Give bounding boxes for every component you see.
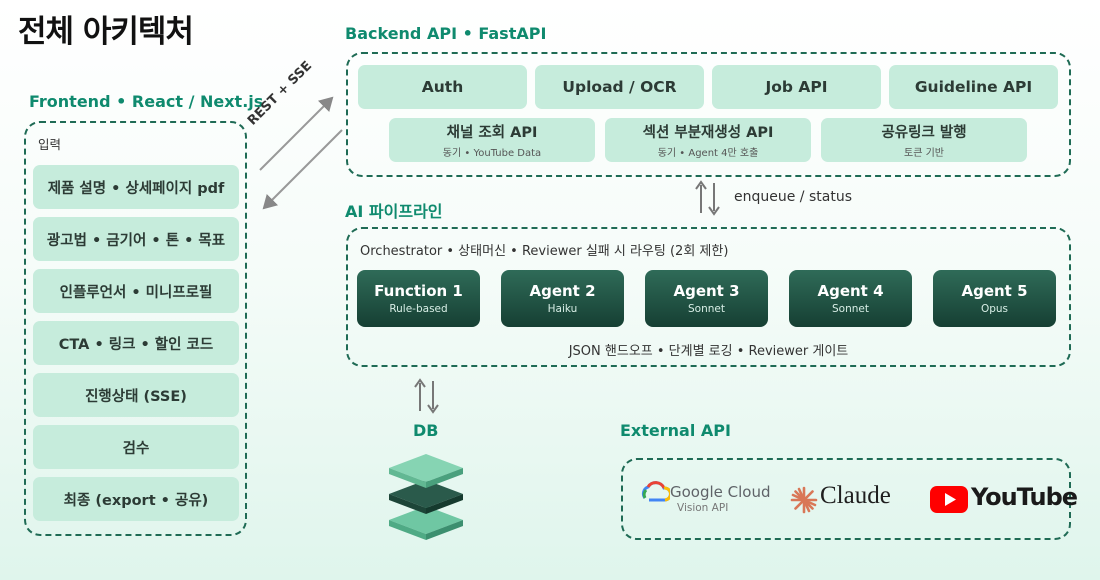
youtube-icon (930, 486, 968, 513)
share-link-label: 공유링크 발행 (881, 125, 967, 141)
pipeline-footer: JSON 핸드오프 • 단계별 로깅 • Reviewer 게이트 (568, 344, 849, 359)
agent-3-node[interactable]: Agent 3 Sonnet (645, 270, 768, 327)
upload-ocr-api[interactable]: Upload / OCR (535, 65, 704, 109)
claude-icon (790, 486, 818, 514)
channel-lookup-sub: 동기 • YouTube Data (442, 148, 542, 159)
section-regenerate-label: 섹션 부분재생성 API (642, 125, 774, 141)
agent-3-name: Agent 3 (673, 282, 740, 300)
function-1-name: Function 1 (374, 282, 463, 300)
frontend-item-influencer[interactable]: 인플루언서 • 미니프로필 (33, 269, 239, 313)
youtube-name: YouTube (971, 483, 1078, 511)
agent-4-name: Agent 4 (817, 282, 884, 300)
enqueue-label: enqueue / status (734, 189, 852, 205)
section-regenerate-sub: 동기 • Agent 4만 호출 (657, 148, 759, 159)
frontend-item-product[interactable]: 제품 설명 • 상세페이지 pdf (33, 165, 239, 209)
rest-sse-arrows (259, 96, 343, 210)
agent-2-node[interactable]: Agent 2 Haiku (501, 270, 624, 327)
agent-5-node[interactable]: Agent 5 Opus (933, 270, 1056, 327)
external-heading: External API (620, 421, 731, 440)
agent-4-sub: Sonnet (832, 303, 869, 315)
google-cloud-sub: Vision API (677, 502, 729, 514)
page-title: 전체 아키텍처 (18, 14, 194, 50)
frontend-item-review[interactable]: 검수 (33, 425, 239, 469)
pipeline-heading: AI 파이프라인 (345, 202, 443, 221)
guideline-api[interactable]: Guideline API (889, 65, 1058, 109)
google-cloud-icon (641, 481, 670, 502)
agent-4-node[interactable]: Agent 4 Sonnet (789, 270, 912, 327)
function-1-sub: Rule-based (389, 303, 448, 315)
share-link-sub: 토큰 기반 (904, 148, 944, 159)
channel-lookup-label: 채널 조회 API (446, 125, 538, 141)
orchestrator-text: Orchestrator • 상태머신 • Reviewer 실패 시 라우팅 … (360, 244, 729, 259)
agent-2-name: Agent 2 (529, 282, 596, 300)
frontend-heading: Frontend • React / Next.js (29, 92, 264, 111)
channel-lookup-api[interactable]: 채널 조회 API 동기 • YouTube Data (389, 118, 595, 162)
share-link-api[interactable]: 공유링크 발행 토큰 기반 (821, 118, 1027, 162)
job-api[interactable]: Job API (712, 65, 881, 109)
agent-3-sub: Sonnet (688, 303, 725, 315)
agent-2-sub: Haiku (547, 303, 578, 315)
database-stack-icon (389, 454, 463, 540)
external-container (621, 458, 1071, 540)
function-1-node[interactable]: Function 1 Rule-based (357, 270, 480, 327)
agent-5-name: Agent 5 (961, 282, 1028, 300)
frontend-item-guideline[interactable]: 광고법 • 금기어 • 톤 • 목표 (33, 217, 239, 261)
db-arrows (414, 378, 439, 414)
frontend-item-final[interactable]: 최종 (export • 공유) (33, 477, 239, 521)
pipeline-container (346, 227, 1071, 367)
input-label: 입력 (38, 137, 62, 152)
db-label: DB (413, 421, 439, 440)
frontend-container (24, 121, 247, 536)
google-cloud-name: Google Cloud (670, 483, 771, 501)
backend-container (346, 52, 1071, 177)
frontend-item-progress[interactable]: 진행상태 (SSE) (33, 373, 239, 417)
section-regenerate-api[interactable]: 섹션 부분재생성 API 동기 • Agent 4만 호출 (605, 118, 811, 162)
enqueue-arrows (695, 180, 720, 216)
frontend-item-cta[interactable]: CTA • 링크 • 할인 코드 (33, 321, 239, 365)
auth-api[interactable]: Auth (358, 65, 527, 109)
backend-heading: Backend API • FastAPI (345, 24, 547, 43)
claude-name: Claude (820, 482, 891, 509)
agent-5-sub: Opus (980, 303, 1009, 315)
